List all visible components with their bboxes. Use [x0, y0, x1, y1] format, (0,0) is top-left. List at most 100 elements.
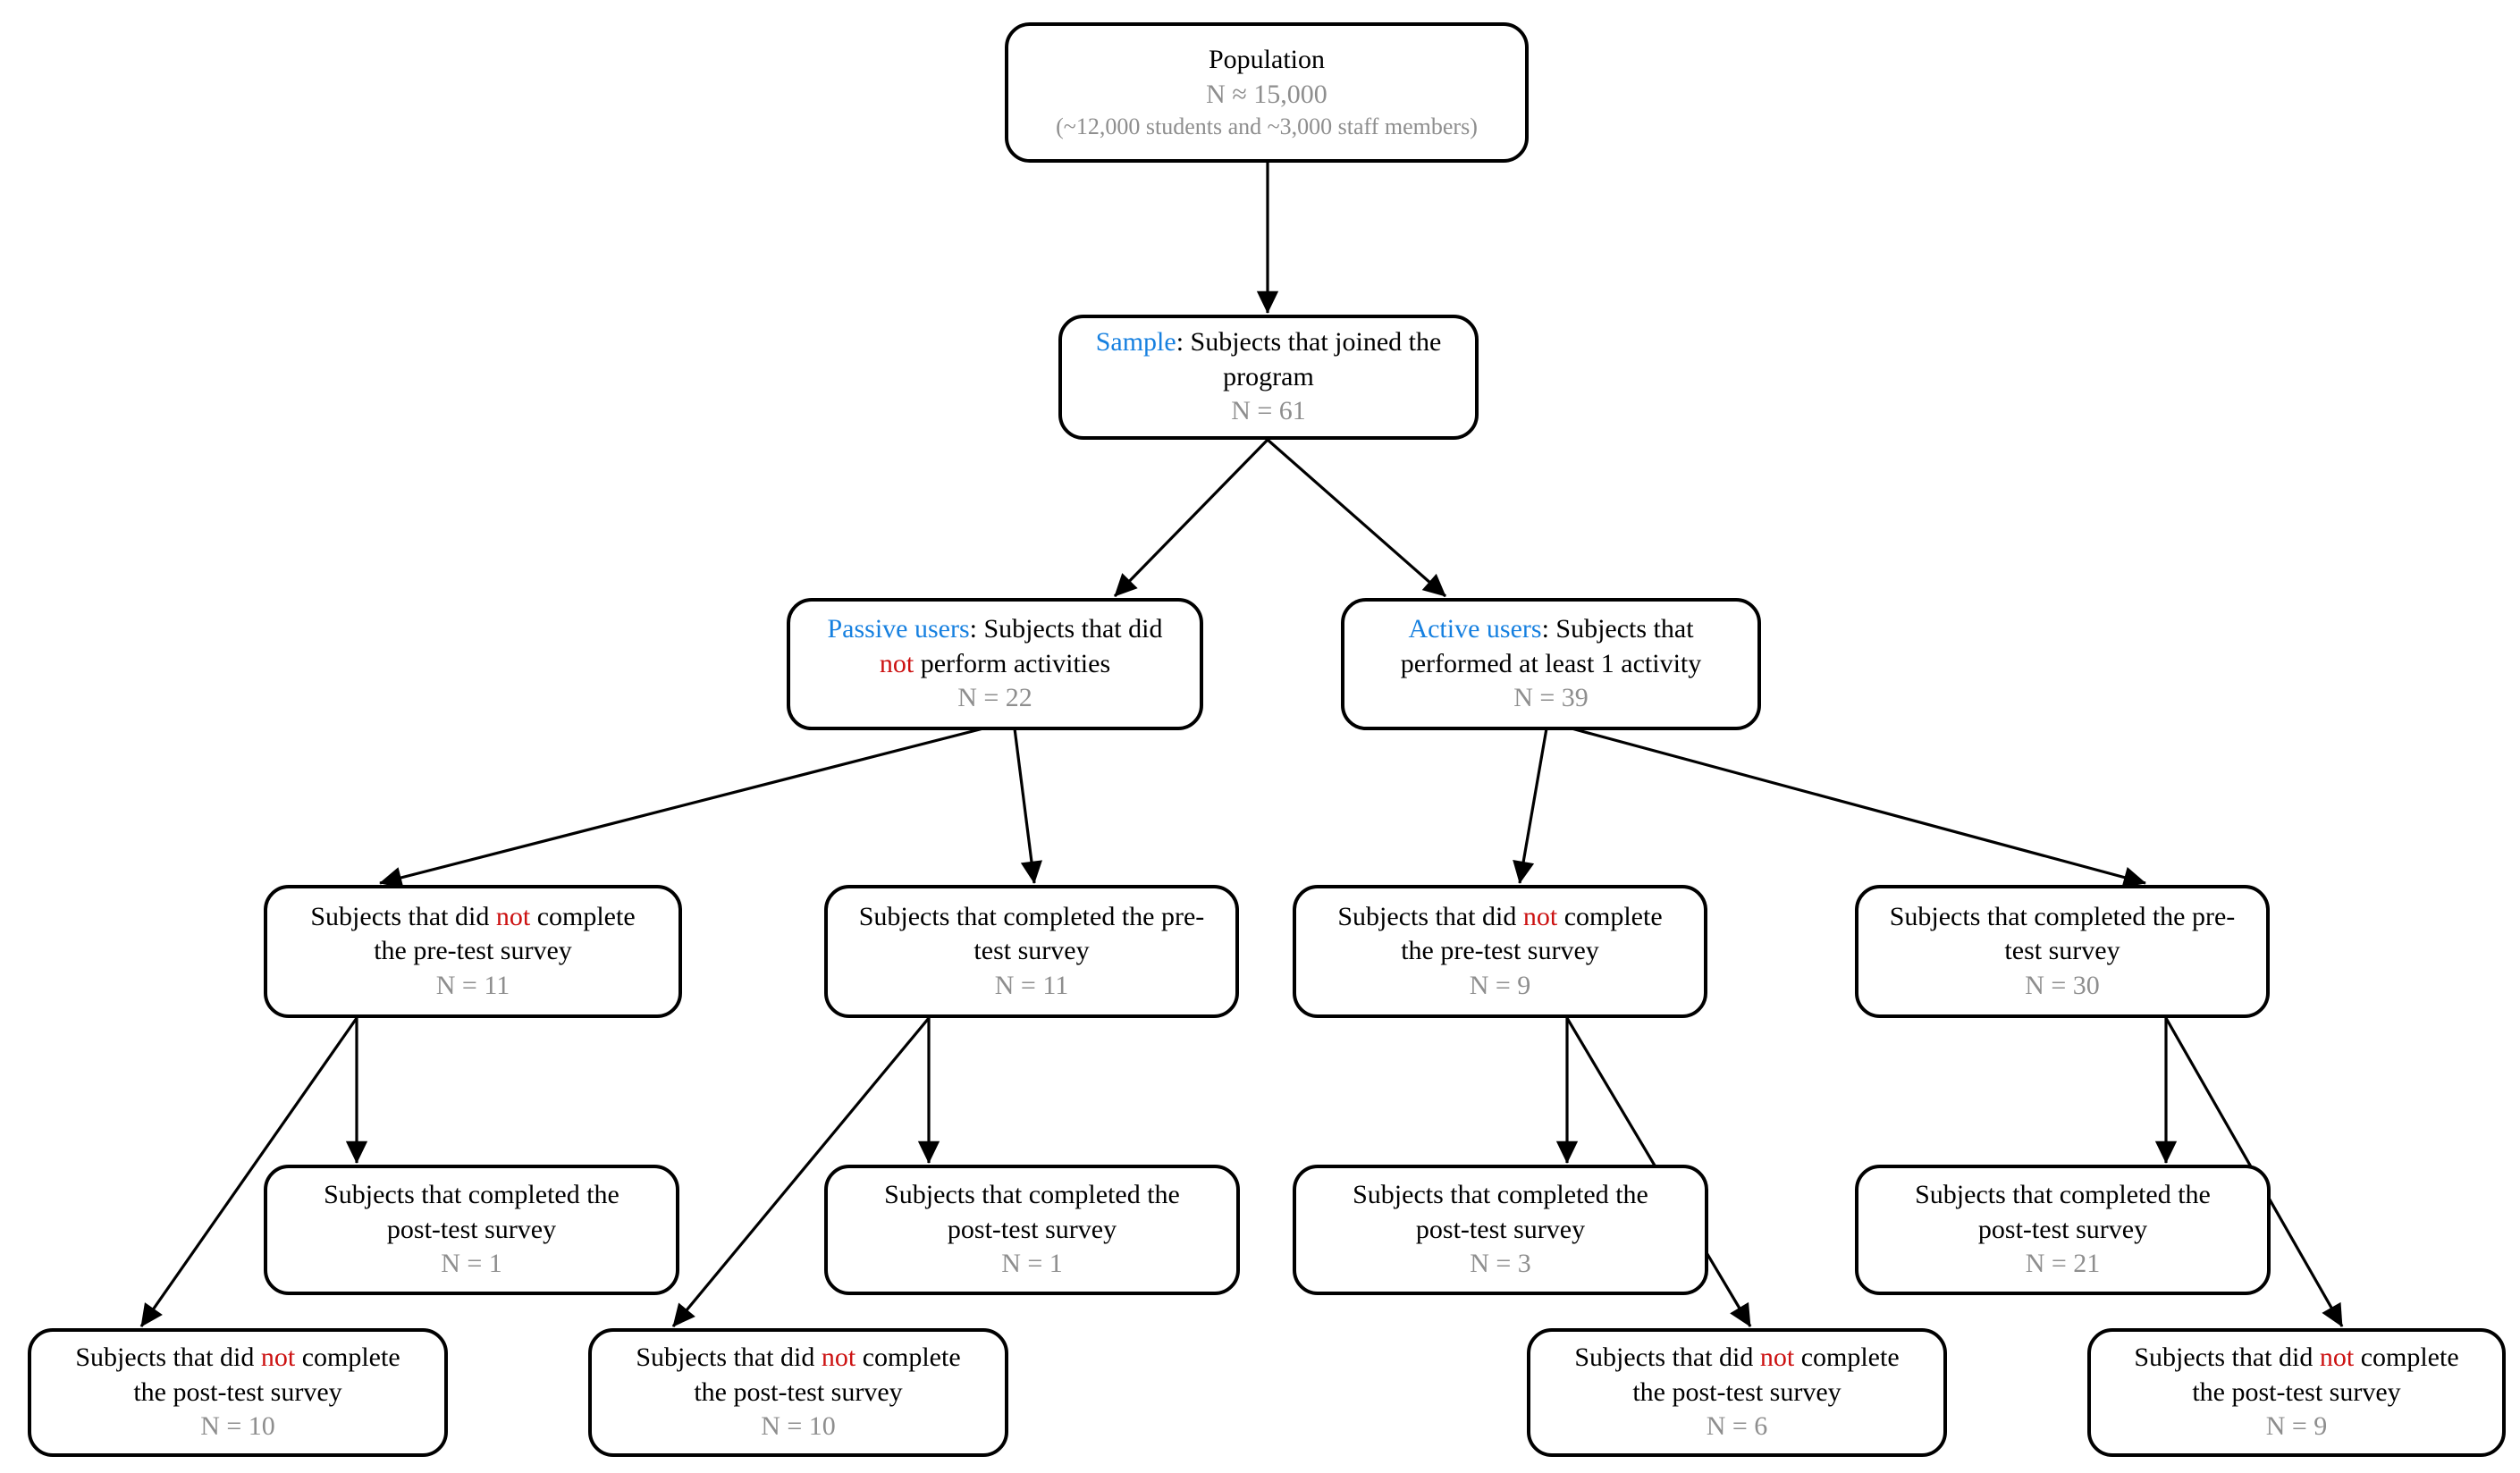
text-segment: N = 10 — [200, 1411, 275, 1442]
text-segment: : Subjects that did — [969, 614, 1163, 644]
node-postL2: Subjects that completed the post-test sur… — [824, 1165, 1240, 1295]
text-segment: post-test survey — [947, 1214, 1117, 1244]
node-population-line-2: (~12,000 students and ~3,000 staff membe… — [1056, 112, 1478, 141]
text-segment: N = 61 — [1231, 396, 1306, 426]
edge-passive-to-preL1 — [379, 727, 984, 888]
text-segment: not — [821, 1343, 856, 1373]
node-active-line-2: N = 39 — [1513, 681, 1589, 715]
text-segment: the post-test survey — [694, 1376, 903, 1407]
text-segment: N = 11 — [994, 970, 1069, 1000]
node-sample-line-2: N = 61 — [1231, 394, 1306, 428]
node-preR2-line-1: test survey — [2004, 934, 2120, 968]
node-postR2-line-0: Subjects that completed the — [1915, 1178, 2211, 1212]
text-segment: complete — [295, 1343, 400, 1373]
text-segment: post-test survey — [1415, 1214, 1586, 1244]
edge-active-to-preR2 — [1571, 727, 2146, 888]
text-segment: N = 9 — [2265, 1411, 2328, 1442]
node-postR2-line-1: post-test survey — [1978, 1213, 2147, 1247]
text-segment: Subjects that completed the — [1915, 1180, 2211, 1210]
node-preR1-line-0: Subjects that did not complete — [1337, 900, 1662, 934]
text-segment: Subjects that did — [2134, 1343, 2320, 1373]
text-segment: Sample — [1095, 327, 1176, 358]
node-preR2: Subjects that completed the pre-test sur… — [1855, 885, 2270, 1018]
node-botR2-line-0: Subjects that did not complete — [2134, 1341, 2458, 1375]
node-preL1-line-0: Subjects that did not complete — [310, 900, 635, 934]
edge-active-to-preR1 — [1513, 728, 1548, 884]
text-segment: the post-test survey — [1632, 1376, 1842, 1407]
edge-sample-to-passive — [1113, 438, 1269, 598]
text-segment: performed at least 1 activity — [1400, 648, 1702, 678]
node-postR1-line-2: N = 3 — [1470, 1247, 1531, 1281]
node-botR1-line-0: Subjects that did not complete — [1574, 1341, 1899, 1375]
node-population: Population N ≈ 15,000 (~12,000 students an… — [1005, 22, 1529, 163]
node-population-line-1: N ≈ 15,000 — [1206, 78, 1327, 112]
text-segment: Subjects that did — [310, 901, 496, 931]
text-segment: Subjects that did — [1574, 1343, 1760, 1373]
text-segment: N = 21 — [2025, 1249, 2101, 1279]
text-segment: : Subjects that joined the — [1176, 327, 1442, 358]
node-preR1-line-1: the pre-test survey — [1401, 934, 1599, 968]
edge-passive-to-preL2 — [1013, 728, 1042, 884]
text-segment: Subjects that completed the — [1353, 1180, 1648, 1210]
node-postL1-line-1: post-test survey — [387, 1213, 556, 1247]
node-postL2-line-1: post-test survey — [948, 1213, 1117, 1247]
text-segment: N = 22 — [957, 683, 1032, 713]
text-segment: N = 9 — [1469, 970, 1531, 1000]
text-segment: the post-test survey — [2192, 1376, 2401, 1407]
node-botR1-line-2: N = 6 — [1707, 1410, 1768, 1444]
node-botL1-line-0: Subjects that did not complete — [75, 1341, 400, 1375]
node-botL2-line-2: N = 10 — [761, 1410, 836, 1444]
text-segment: the pre-test survey — [374, 936, 572, 966]
node-botL1-line-1: the post-test survey — [133, 1376, 341, 1410]
node-passive-line-0: Passive users: Subjects that did — [828, 612, 1163, 646]
text-segment: N = 1 — [1001, 1249, 1063, 1279]
text-segment: Subjects that did — [75, 1343, 261, 1373]
text-segment: not — [1522, 901, 1558, 931]
text-segment: Subjects that completed the — [884, 1180, 1180, 1210]
text-segment: N = 3 — [1470, 1249, 1531, 1279]
node-active-line-1: performed at least 1 activity — [1401, 647, 1702, 681]
text-segment: the post-test survey — [133, 1376, 342, 1407]
node-population-line-0: Population — [1209, 43, 1325, 77]
node-postL1-line-2: N = 1 — [441, 1247, 502, 1281]
text-segment: complete — [855, 1343, 961, 1373]
text-segment: not — [2319, 1343, 2355, 1373]
edge-preL1-to-botL1 — [139, 1017, 358, 1327]
node-postL1-line-0: Subjects that completed the — [324, 1178, 619, 1212]
text-segment: perform activities — [914, 648, 1111, 678]
node-postL2-line-0: Subjects that completed the — [884, 1178, 1180, 1212]
node-sample-line-1: program — [1223, 360, 1314, 394]
node-postL2-line-2: N = 1 — [1001, 1247, 1063, 1281]
node-postR2-line-2: N = 21 — [2026, 1247, 2101, 1281]
node-preL2-line-0: Subjects that completed the pre- — [859, 900, 1205, 934]
text-segment: complete — [2354, 1343, 2459, 1373]
text-segment: Subjects that completed the pre- — [858, 901, 1205, 931]
text-segment: not — [260, 1343, 296, 1373]
node-postR1: Subjects that completed the post-test sur… — [1293, 1165, 1708, 1295]
node-preL2-line-1: test survey — [973, 934, 1089, 968]
node-botR1-line-1: the post-test survey — [1632, 1376, 1841, 1410]
node-passive-line-2: N = 22 — [957, 681, 1032, 715]
edge-preL2-to-botL2 — [671, 1016, 931, 1328]
node-preL1-line-2: N = 11 — [436, 969, 510, 1003]
text-segment: complete — [1794, 1343, 1900, 1373]
node-sample-line-0: Sample: Subjects that joined the — [1096, 325, 1442, 359]
node-preL2: Subjects that completed the pre-test sur… — [824, 885, 1239, 1018]
text-segment: Population — [1208, 45, 1325, 75]
text-segment: N ≈ 15,000 — [1206, 79, 1327, 109]
node-postR1-line-0: Subjects that completed the — [1353, 1178, 1648, 1212]
text-segment: not — [495, 901, 531, 931]
node-postR1-line-1: post-test survey — [1416, 1213, 1585, 1247]
text-segment: N = 1 — [441, 1249, 502, 1279]
node-botL2-line-1: the post-test survey — [694, 1376, 902, 1410]
text-segment: complete — [1557, 901, 1663, 931]
text-segment: not — [879, 648, 914, 678]
node-preL2-line-2: N = 11 — [995, 969, 1068, 1003]
node-preR2-line-0: Subjects that completed the pre- — [1890, 900, 2236, 934]
